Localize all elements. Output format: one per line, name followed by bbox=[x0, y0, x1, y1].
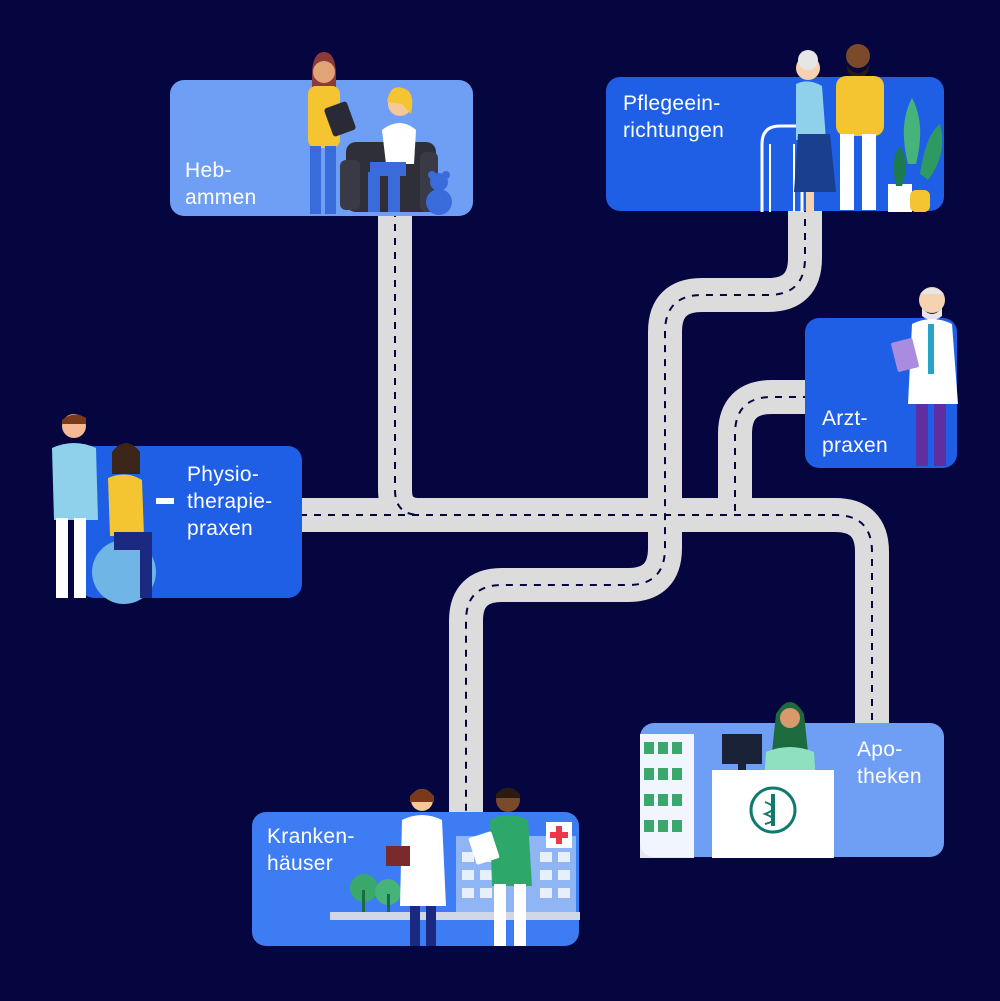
location-card-pflegeeinrichtungen[interactable]: Pflegeein- richtungen bbox=[606, 77, 944, 211]
location-label-pflegeeinrichtungen: Pflegeein- richtungen bbox=[623, 92, 725, 142]
location-label-krankenhaeuser: Kranken- häuser bbox=[267, 825, 355, 875]
location-label-physiotherapiepraxen: Physio- therapie- praxen bbox=[187, 463, 273, 540]
location-label-apotheken: Apo- theken bbox=[857, 738, 922, 788]
pharmacist-at-counter-icon bbox=[640, 702, 834, 858]
road-arzt bbox=[718, 380, 810, 515]
senior-with-walker-icon bbox=[760, 44, 943, 212]
road-hebammen bbox=[378, 210, 422, 532]
location-label-hebammen: Heb- ammen bbox=[185, 159, 257, 209]
doctor-with-clipboard-icon bbox=[891, 287, 958, 466]
midwife-and-mother-icon bbox=[308, 52, 452, 215]
physiotherapist-with-patient-icon bbox=[52, 414, 174, 604]
hospital-doctor-and-nurse-icon bbox=[330, 788, 580, 946]
location-label-arztpraxen: Arzt- praxen bbox=[822, 407, 889, 457]
